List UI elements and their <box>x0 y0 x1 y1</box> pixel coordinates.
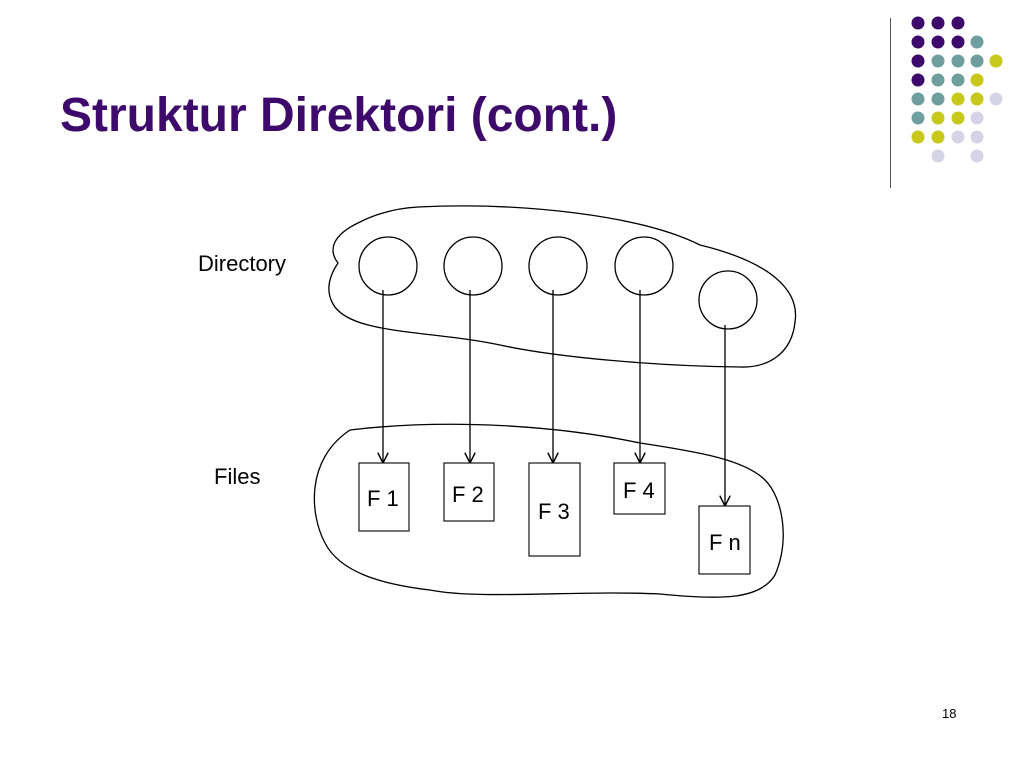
file-box <box>698 505 751 575</box>
directory-boundary <box>328 205 797 368</box>
directory-node <box>528 236 588 296</box>
files-boundary <box>313 423 784 598</box>
file-box <box>528 462 581 557</box>
directory-node <box>614 236 674 296</box>
dot-row-6 <box>911 111 984 125</box>
file-label: F 4 <box>623 478 655 503</box>
dot-row-7 <box>911 130 984 144</box>
dot-row-3 <box>911 54 1003 68</box>
directory-label: Directory <box>198 251 287 276</box>
file-label: F 3 <box>538 499 570 524</box>
dot-row-2 <box>911 35 984 49</box>
files-label: Files <box>214 464 261 489</box>
file-box <box>358 462 410 532</box>
file-label: F n <box>709 530 741 555</box>
file-label: F 2 <box>452 482 484 507</box>
dot-row-1 <box>911 16 965 30</box>
directory-node <box>443 236 503 296</box>
slide-title: Struktur Direktori (cont.) <box>60 89 618 142</box>
dot-row-4 <box>911 73 984 87</box>
page-number: 18 <box>942 706 957 721</box>
dot-row-8 <box>931 149 984 163</box>
directory-node <box>358 236 418 296</box>
file-box <box>613 462 666 515</box>
header-divider-line <box>890 18 891 188</box>
decorative-dot-grid <box>911 16 1003 163</box>
file-box <box>443 462 495 522</box>
directory-node <box>698 270 758 330</box>
dot-row-5 <box>911 92 1003 106</box>
file-label: F 1 <box>367 486 399 511</box>
